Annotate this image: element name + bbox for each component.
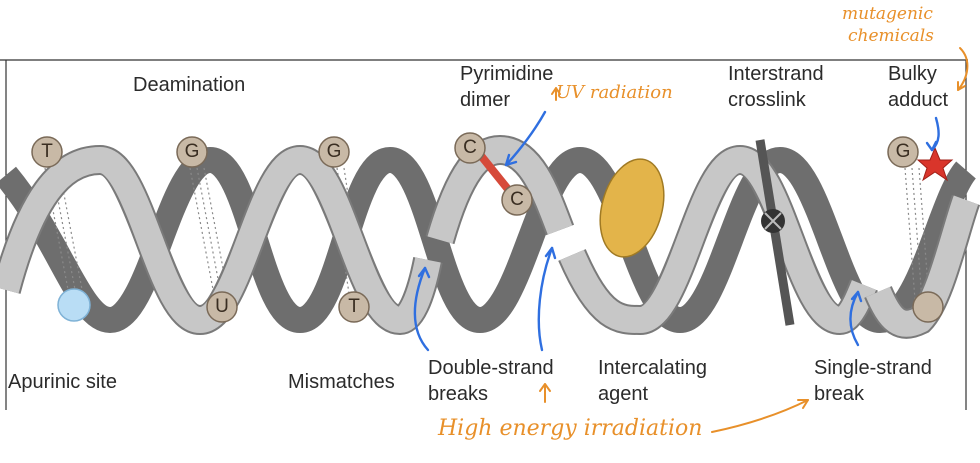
ssb-arrow (849, 290, 860, 347)
uv-arrow (504, 110, 547, 167)
label-intercalating: Intercalating (598, 357, 707, 379)
base-g-1: G (184, 141, 200, 162)
label-breaks: breaks (428, 383, 489, 405)
label-single-strand: Single-strand (814, 357, 932, 379)
back-strand (0, 146, 977, 334)
dsb-arrow-right (537, 246, 554, 352)
dsb-arrow-left (413, 266, 430, 352)
annotation-mutagenic: mutagenic (842, 4, 933, 24)
base-c-2: C (510, 189, 524, 210)
orange-annotation-arrows (539, 47, 969, 433)
label-bulky: Bulky (888, 63, 937, 85)
label-adduct: adduct (888, 89, 949, 111)
base-g-2: G (326, 141, 342, 162)
base-c-1: C (463, 137, 477, 158)
apurinic-sphere (57, 288, 91, 322)
high-energy-up-arrow (539, 383, 551, 403)
label-pyrimidine: Pyrimidine (460, 63, 554, 85)
label-break: break (814, 383, 865, 405)
label-crosslink: crosslink (728, 89, 806, 111)
label-apurinic-site: Apurinic site (8, 371, 117, 393)
base-circles (31, 132, 944, 323)
annotation-high-energy: High energy irradiation (438, 416, 703, 441)
label-agent: agent (598, 383, 649, 405)
crosslink-x-mark (764, 212, 782, 230)
base-u: U (215, 296, 229, 317)
base-t-top: T (41, 141, 53, 162)
label-deamination: Deamination (133, 74, 246, 96)
mutagenic-arrow (957, 47, 969, 91)
uv-tick (551, 87, 561, 101)
annotation-uv-radiation: UV radiation (556, 82, 673, 103)
blue-annotation-arrows (413, 110, 940, 352)
intercalator-oval (599, 158, 665, 258)
label-interstrand: Interstrand (728, 63, 824, 85)
base-g-adduct: G (895, 141, 911, 162)
label-double-strand: Double-strand (428, 357, 554, 379)
adduct-star (916, 146, 954, 182)
base-t-mismatch: T (348, 296, 360, 317)
label-mismatches: Mismatches (288, 371, 395, 393)
annotation-chemicals: chemicals (848, 26, 934, 46)
high-energy-right-arrow (711, 399, 809, 433)
label-dimer: dimer (460, 89, 511, 111)
